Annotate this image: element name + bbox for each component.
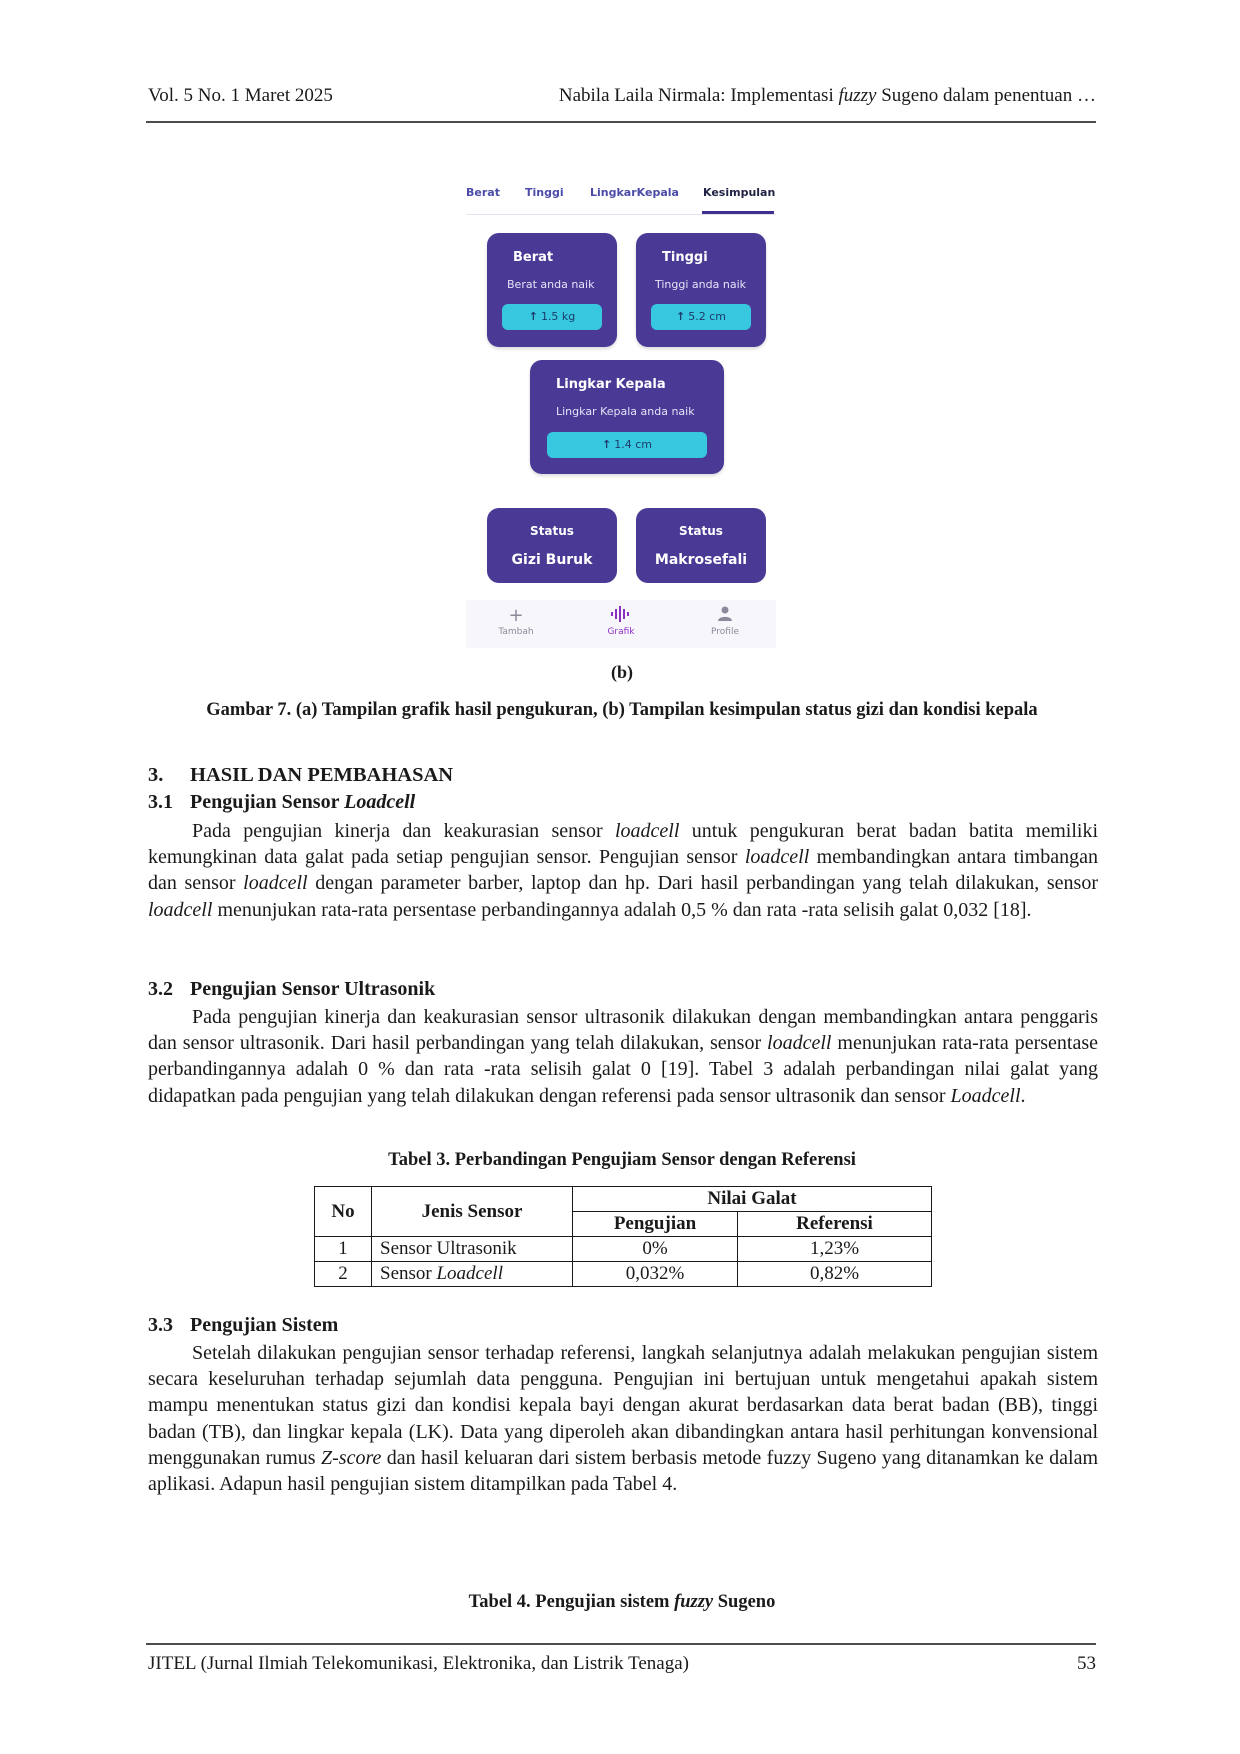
- table-subheader-row: Pengujian Referensi: [315, 1211, 932, 1237]
- nav-profile[interactable]: Profile: [680, 600, 770, 637]
- active-tab-indicator: [702, 211, 774, 214]
- arrow-up-icon: ↑: [676, 310, 686, 323]
- figure-sublabel: (b): [611, 662, 633, 682]
- running-footer: JITEL (Jurnal Ilmiah Telekomunikasi, Ele…: [148, 1652, 1096, 1676]
- cell-referensi: 0,82%: [737, 1261, 932, 1287]
- person-icon-svg: [718, 606, 732, 621]
- header-volume: Vol. 5 No. 1 Maret 2025: [148, 85, 333, 106]
- cell-no: 1: [314, 1236, 372, 1262]
- footer-rule: [146, 1643, 1096, 1645]
- status-value: Makrosefali: [654, 552, 748, 568]
- status-card-kepala: Status Makrosefali: [636, 508, 766, 583]
- waveform-icon: [576, 605, 666, 627]
- header-nilai-galat: Nilai Galat: [572, 1186, 932, 1212]
- cell-pengujian: 0,032%: [572, 1261, 738, 1287]
- table-3-caption: Tabel 3. Perbandingan Pengujiam Sensor d…: [388, 1150, 856, 1170]
- card-title: Tinggi: [662, 250, 708, 265]
- header-no: No: [314, 1186, 372, 1237]
- value-pill: ↑1.4 cm: [547, 432, 707, 458]
- tab-lingkar-kepala[interactable]: LingkarKepala: [590, 186, 679, 199]
- section-heading: 3.HASIL DAN PEMBAHASAN: [148, 764, 454, 786]
- cell-pengujian: 0%: [572, 1236, 738, 1262]
- header-jenis-sensor: Jenis Sensor: [371, 1186, 573, 1237]
- arrow-up-icon: ↑: [528, 310, 538, 323]
- footer-journal: JITEL (Jurnal Ilmiah Telekomunikasi, Ele…: [148, 1653, 689, 1674]
- header-rule: [146, 121, 1096, 123]
- value-pill: ↑5.2 cm: [651, 304, 751, 330]
- plus-icon: +: [508, 605, 524, 626]
- header-title: Nabila Laila Nirmala: Implementasi fuzzy…: [558, 85, 1096, 106]
- cell-no: 2: [314, 1261, 372, 1287]
- table-3: No Jenis Sensor Nilai Galat Pengujian Re…: [314, 1186, 932, 1287]
- card-subtitle: Berat anda naik: [507, 278, 595, 291]
- header-pengujian: Pengujian: [572, 1211, 738, 1237]
- app-screenshot: Berat Tinggi LingkarKepala Kesimpulan Be…: [466, 178, 776, 648]
- tab-tinggi[interactable]: Tinggi: [525, 186, 564, 199]
- paragraph-3-1: Pada pengujian kinerja dan keakurasian s…: [148, 820, 1098, 921]
- value-pill: ↑1.5 kg: [502, 304, 602, 330]
- card-title: Berat: [513, 250, 554, 265]
- status-card-gizi: Status Gizi Buruk: [487, 508, 617, 583]
- card-lingkar-kepala: Lingkar Kepala Lingkar Kepala anda naik …: [530, 360, 724, 474]
- page-number: 53: [1077, 1653, 1096, 1674]
- figure-caption: Gambar 7. (a) Tampilan grafik hasil peng…: [206, 700, 1038, 720]
- tab-kesimpulan[interactable]: Kesimpulan: [703, 186, 776, 199]
- card-subtitle: Tinggi anda naik: [655, 278, 746, 291]
- table-row: 2 Sensor Loadcell 0,032% 0,82%: [314, 1261, 932, 1287]
- person-icon: [680, 605, 770, 627]
- header-referensi: Referensi: [737, 1211, 932, 1237]
- cell-jenis: Sensor Ultrasonik: [371, 1236, 573, 1262]
- tab-bar: Berat Tinggi LingkarKepala Kesimpulan: [466, 178, 776, 215]
- waveform-icon-svg: [611, 606, 629, 622]
- nav-grafik[interactable]: Grafik: [576, 600, 666, 637]
- running-header: Vol. 5 No. 1 Maret 2025 Nabila Laila Nir…: [148, 84, 1096, 108]
- table-row: 1 Sensor Ultrasonik 0% 1,23%: [314, 1236, 932, 1262]
- bottom-nav: + Tambah Grafik: [466, 600, 776, 648]
- card-tinggi: Tinggi Tinggi anda naik ↑5.2 cm: [636, 233, 766, 347]
- nav-tambah[interactable]: + Tambah: [471, 600, 561, 637]
- paragraph-3-2: Pada pengujian kinerja dan keakurasian s…: [148, 1006, 1099, 1107]
- card-berat: Berat Berat anda naik ↑1.5 kg: [487, 233, 617, 347]
- card-subtitle: Lingkar Kepala anda naik: [556, 405, 695, 418]
- status-label: Status: [530, 524, 574, 538]
- cell-referensi: 1,23%: [737, 1236, 932, 1262]
- cell-jenis: Sensor Loadcell: [371, 1261, 573, 1287]
- paragraph-3-3: Setelah dilakukan pengujian sensor terha…: [148, 1342, 1099, 1496]
- arrow-up-icon: ↑: [602, 438, 612, 451]
- tab-berat[interactable]: Berat: [466, 186, 500, 199]
- table-4-caption: Tabel 4. Pengujian sistem fuzzy Sugeno: [468, 1592, 776, 1612]
- table-header-row: No Jenis Sensor Nilai Galat: [314, 1186, 932, 1237]
- status-label: Status: [679, 524, 723, 538]
- card-title: Lingkar Kepala: [556, 377, 666, 392]
- status-value: Gizi Buruk: [511, 552, 593, 568]
